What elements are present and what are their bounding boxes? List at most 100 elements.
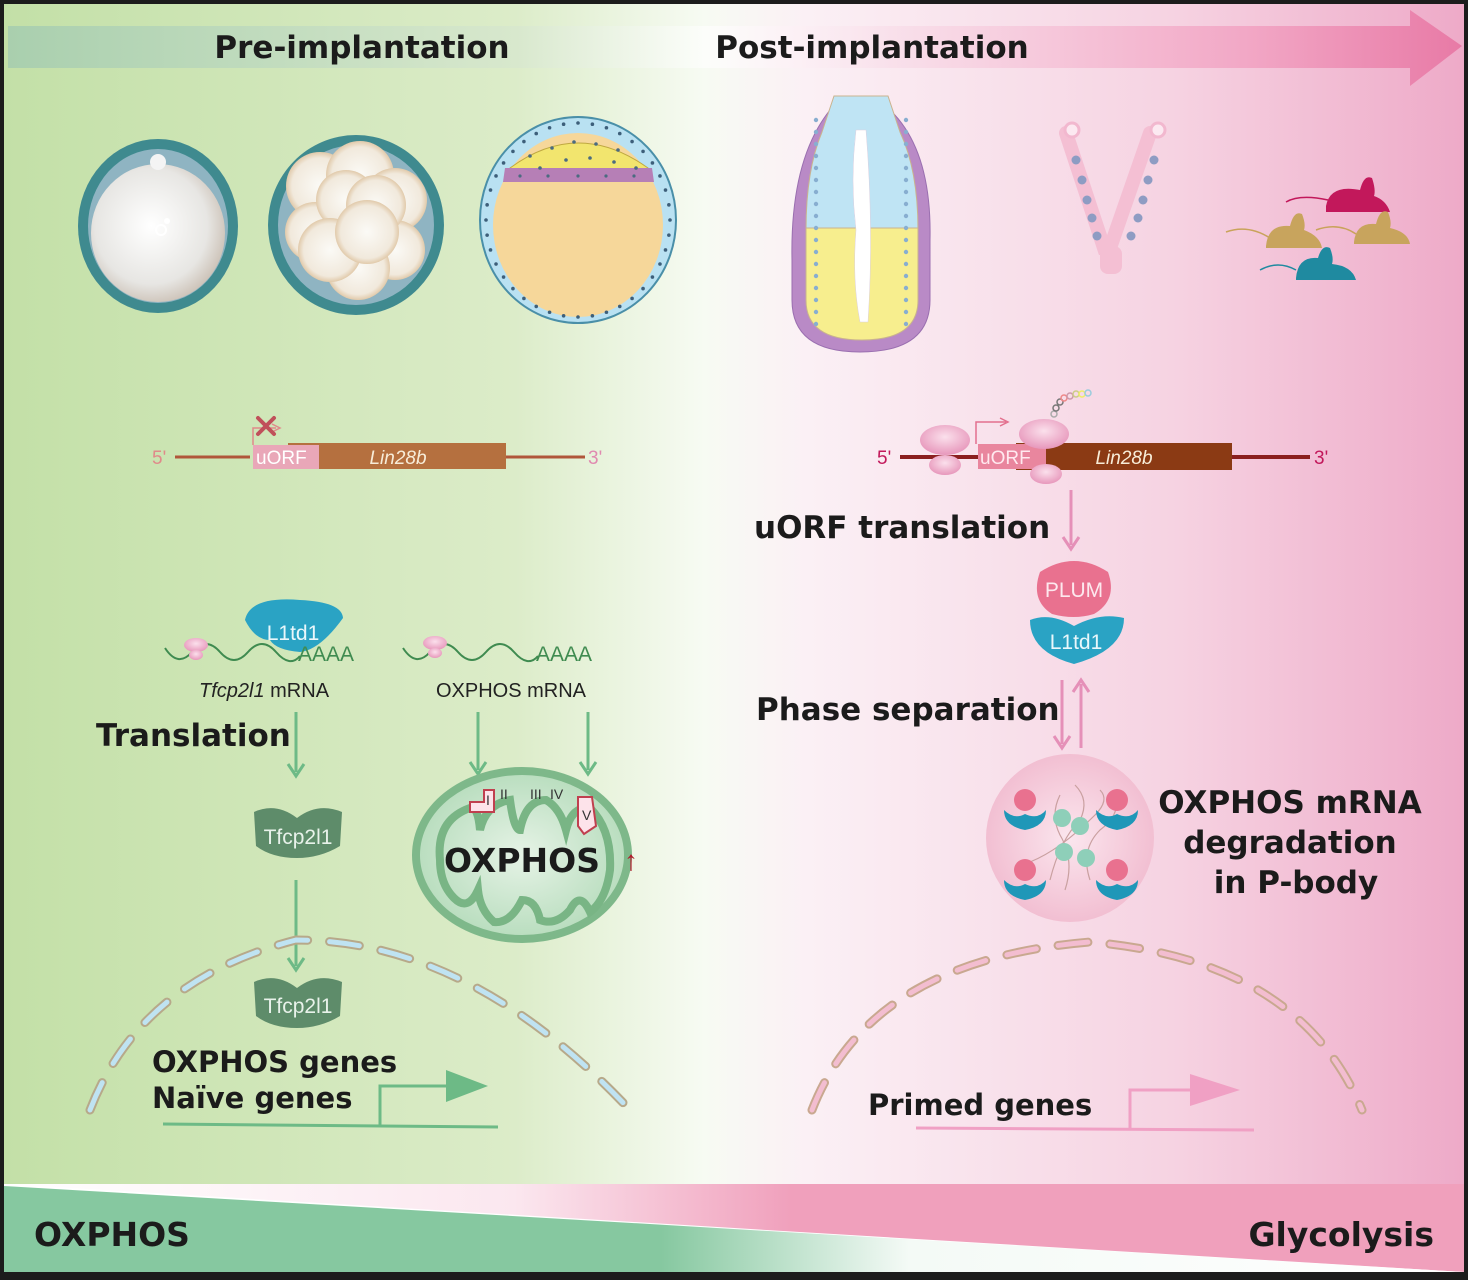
blocked-x-icon bbox=[256, 416, 276, 436]
complex-i-icon bbox=[469, 789, 495, 813]
ribosome-icon bbox=[423, 636, 447, 658]
plum-label: PLUM bbox=[1045, 579, 1103, 602]
gene-name-label: Lin28b bbox=[369, 448, 426, 469]
trophectoderm-nucleus bbox=[650, 161, 655, 165]
trophectoderm-nucleus bbox=[522, 296, 526, 301]
l1td1-protein-shape bbox=[1030, 616, 1124, 664]
cell-nucleus bbox=[813, 261, 819, 267]
trophectoderm-nucleus bbox=[668, 218, 672, 222]
trophectoderm-nucleus bbox=[494, 174, 498, 178]
trophectoderm-nucleus bbox=[630, 296, 634, 301]
cell-nucleus bbox=[903, 297, 909, 303]
egg-cylinder-embryo-illustration bbox=[791, 95, 931, 353]
increase-arrow-icon: ↑ bbox=[624, 845, 638, 876]
development-timeline-arrow bbox=[8, 10, 1462, 86]
cell-nucleus bbox=[813, 165, 819, 171]
naive-genes-label: Naïve genes bbox=[152, 1081, 352, 1115]
trophectoderm-nucleus bbox=[485, 233, 489, 237]
pbody-line2: degradation bbox=[1183, 825, 1397, 861]
tfcp2l1-nuclear-label: Tfcp2l1 bbox=[264, 995, 333, 1018]
mouse-icon bbox=[1259, 247, 1356, 280]
plum-l1td1-icon bbox=[1096, 789, 1138, 830]
trophectoderm-nucleus bbox=[501, 275, 506, 279]
phase-separation-label: Phase separation bbox=[756, 692, 1060, 728]
five-prime-label: 5' bbox=[152, 448, 166, 469]
oxphos-genes-label: OXPHOS genes bbox=[152, 1045, 397, 1079]
zygote-illustration bbox=[78, 139, 238, 313]
trophectoderm-nucleus bbox=[511, 286, 515, 291]
complex-labels: I II III IV V bbox=[486, 786, 592, 823]
cell-nucleus bbox=[903, 201, 909, 207]
cell-nucleus bbox=[813, 141, 819, 147]
pbody-line1: OXPHOS mRNA bbox=[1158, 785, 1421, 821]
trophectoderm-nucleus bbox=[604, 125, 609, 130]
trophectoderm-nucleus bbox=[485, 203, 489, 207]
cell-nucleus bbox=[903, 117, 909, 123]
uorf-translation-label: uORF translation bbox=[754, 510, 1050, 546]
trophectoderm-nucleus bbox=[501, 161, 506, 165]
five-prime-label: 5' bbox=[877, 448, 891, 469]
promoter-arrow-green bbox=[162, 1070, 499, 1129]
cell-nucleus bbox=[903, 285, 909, 291]
cell-nucleus bbox=[813, 117, 819, 123]
nucleus-envelope-right bbox=[807, 937, 1367, 1115]
mouse-icon bbox=[1285, 177, 1390, 212]
trophectoderm-nucleus bbox=[488, 188, 493, 192]
cell-nucleus bbox=[903, 213, 909, 219]
cell-nucleus bbox=[813, 273, 819, 279]
cell-nucleus bbox=[903, 129, 909, 135]
translation-arrows bbox=[286, 712, 598, 973]
cell-nucleus bbox=[903, 237, 909, 243]
trophectoderm-nucleus bbox=[650, 275, 655, 279]
cell-nucleus bbox=[813, 321, 819, 327]
pink-arrows bbox=[1052, 490, 1091, 751]
oxphos-mito-label: OXPHOS bbox=[444, 841, 600, 880]
tfcp2l1-protein: Tfcp2l1 bbox=[254, 808, 342, 858]
trophectoderm-nucleus bbox=[576, 121, 580, 125]
gene-name-label: Lin28b bbox=[1095, 448, 1152, 469]
trophectoderm-nucleus bbox=[511, 149, 515, 154]
oxphos-mrna: AAAA OXPHOS mRNA bbox=[402, 636, 592, 702]
polya-tail-label: AAAA bbox=[536, 643, 592, 666]
cell-nucleus bbox=[813, 177, 819, 183]
polya-tail-label: AAAA bbox=[298, 643, 354, 666]
metabolism-bar bbox=[4, 1184, 1464, 1272]
lin28b-gene-post: 5' uORF Lin28b 3' bbox=[877, 389, 1328, 484]
plum-l1td1-icon bbox=[1096, 859, 1138, 900]
trophectoderm-nucleus bbox=[667, 203, 671, 207]
cell-nucleus bbox=[903, 249, 909, 255]
cell-nucleus bbox=[813, 297, 819, 303]
translation-label: Translation bbox=[96, 718, 291, 754]
cell-nucleus bbox=[813, 237, 819, 243]
cell-nucleus bbox=[813, 249, 819, 255]
oxphos-mrna-label: OXPHOS mRNA bbox=[436, 680, 587, 702]
trophectoderm-nucleus bbox=[488, 248, 493, 252]
nucleus-envelope-left bbox=[85, 935, 635, 1115]
l1td1-protein-shape bbox=[245, 599, 343, 652]
cell-nucleus bbox=[903, 153, 909, 159]
cell-nucleus bbox=[903, 165, 909, 171]
trophectoderm-nucleus bbox=[617, 131, 622, 136]
mice-illustration bbox=[1225, 177, 1410, 280]
trophectoderm-nucleus bbox=[641, 286, 645, 291]
glycolysis-wedge bbox=[4, 1184, 1464, 1272]
lin28b-gene-pre: 5' uORF Lin28b 3' bbox=[152, 416, 602, 469]
post-implantation-title: Post-implantation bbox=[715, 30, 1028, 66]
pbody-line3: in P-body bbox=[1214, 865, 1378, 901]
trophectoderm-nucleus bbox=[561, 122, 566, 126]
trophectoderm-nucleus bbox=[534, 131, 539, 136]
nascent-peptide-icon bbox=[1050, 389, 1092, 418]
plum-l1td1-icon bbox=[1004, 859, 1046, 900]
trophectoderm-nucleus bbox=[641, 149, 645, 154]
morula-illustration bbox=[268, 135, 444, 315]
oxphos-footer-label: OXPHOS bbox=[34, 1215, 190, 1254]
promoter-arrow-pink bbox=[915, 1074, 1255, 1132]
primed-genes-label: Primed genes bbox=[868, 1088, 1092, 1122]
glycolysis-footer-label: Glycolysis bbox=[1248, 1215, 1434, 1254]
cell-nucleus bbox=[903, 225, 909, 231]
trophectoderm-nucleus bbox=[630, 139, 634, 144]
trophectoderm-nucleus bbox=[561, 314, 566, 318]
oxphos-wedge bbox=[4, 1186, 1464, 1272]
cell-nucleus bbox=[813, 285, 819, 291]
